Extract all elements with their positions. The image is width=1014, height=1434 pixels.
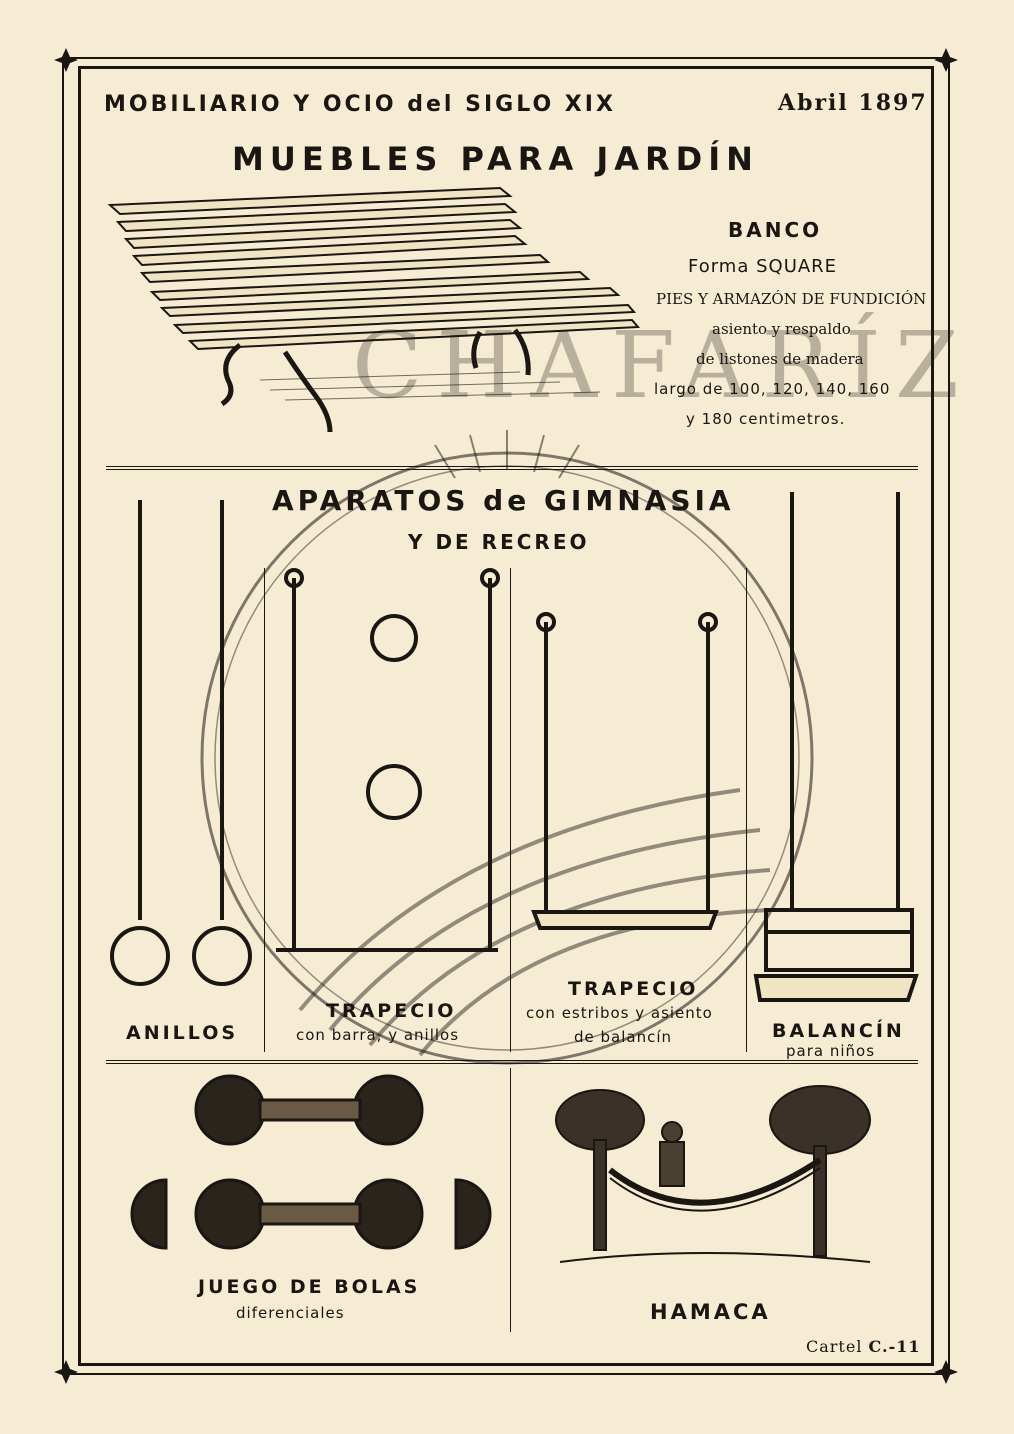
item-desc-balls: diferenciales: [236, 1304, 345, 1322]
item-desc-trapeze-bar: con barra, y anillos: [296, 1026, 460, 1044]
footer-label: Cartel: [806, 1337, 863, 1356]
product-line-3: de listones de madera: [696, 350, 864, 368]
item-label-rings: ANILLOS: [126, 1022, 239, 1044]
footer: Cartel C.-11: [806, 1337, 920, 1356]
header-right: Abril 1897: [778, 90, 928, 116]
product-line-5: y 180 centimetros.: [686, 410, 846, 428]
item-label-swing: BALANCÍN: [772, 1020, 905, 1042]
section-title-furniture: MUEBLES PARA JARDÍN: [232, 140, 759, 178]
item-label-trapeze-seat: TRAPECIO: [568, 978, 699, 1000]
product-form: Forma SQUARE: [688, 256, 838, 277]
item-desc-swing: para niños: [786, 1042, 876, 1060]
inner-frame: [78, 66, 934, 1366]
product-line-4: largo de 100, 120, 140, 160: [654, 380, 891, 398]
watermark-text: CHAFARÍZ: [352, 312, 973, 419]
section-subtitle-gymnastics: Y DE RECREO: [408, 530, 590, 554]
divider-top: [106, 466, 918, 467]
item-desc2-trapeze-seat: de balancín: [574, 1028, 673, 1046]
col-divider-1: [264, 568, 265, 1052]
item-label-hammock: HAMACA: [650, 1300, 771, 1324]
divider-bottom-2: [106, 1063, 918, 1064]
product-line-1: PIES Y ARMAZÓN DE FUNDICIÓN: [656, 290, 927, 308]
footer-code: C.-11: [868, 1337, 921, 1356]
col-divider-2: [510, 568, 511, 1052]
outer-frame: [62, 57, 950, 1375]
product-name: BANCO: [728, 218, 823, 242]
divider-bottom: [106, 1060, 918, 1061]
item-desc-trapeze-seat: con estribos y asiento: [526, 1004, 713, 1022]
divider-top-2: [106, 469, 918, 470]
section-title-gymnastics: APARATOS de GIMNASIA: [272, 484, 735, 517]
col-divider-bottom: [510, 1068, 511, 1332]
product-line-2: asiento y respaldo: [712, 320, 851, 338]
col-divider-3: [746, 568, 747, 1052]
item-label-trapeze-bar: TRAPECIO: [326, 1000, 457, 1022]
header-left: MOBILIARIO Y OCIO del SIGLO XIX: [104, 92, 616, 117]
item-label-balls: JUEGO DE BOLAS: [198, 1276, 421, 1298]
